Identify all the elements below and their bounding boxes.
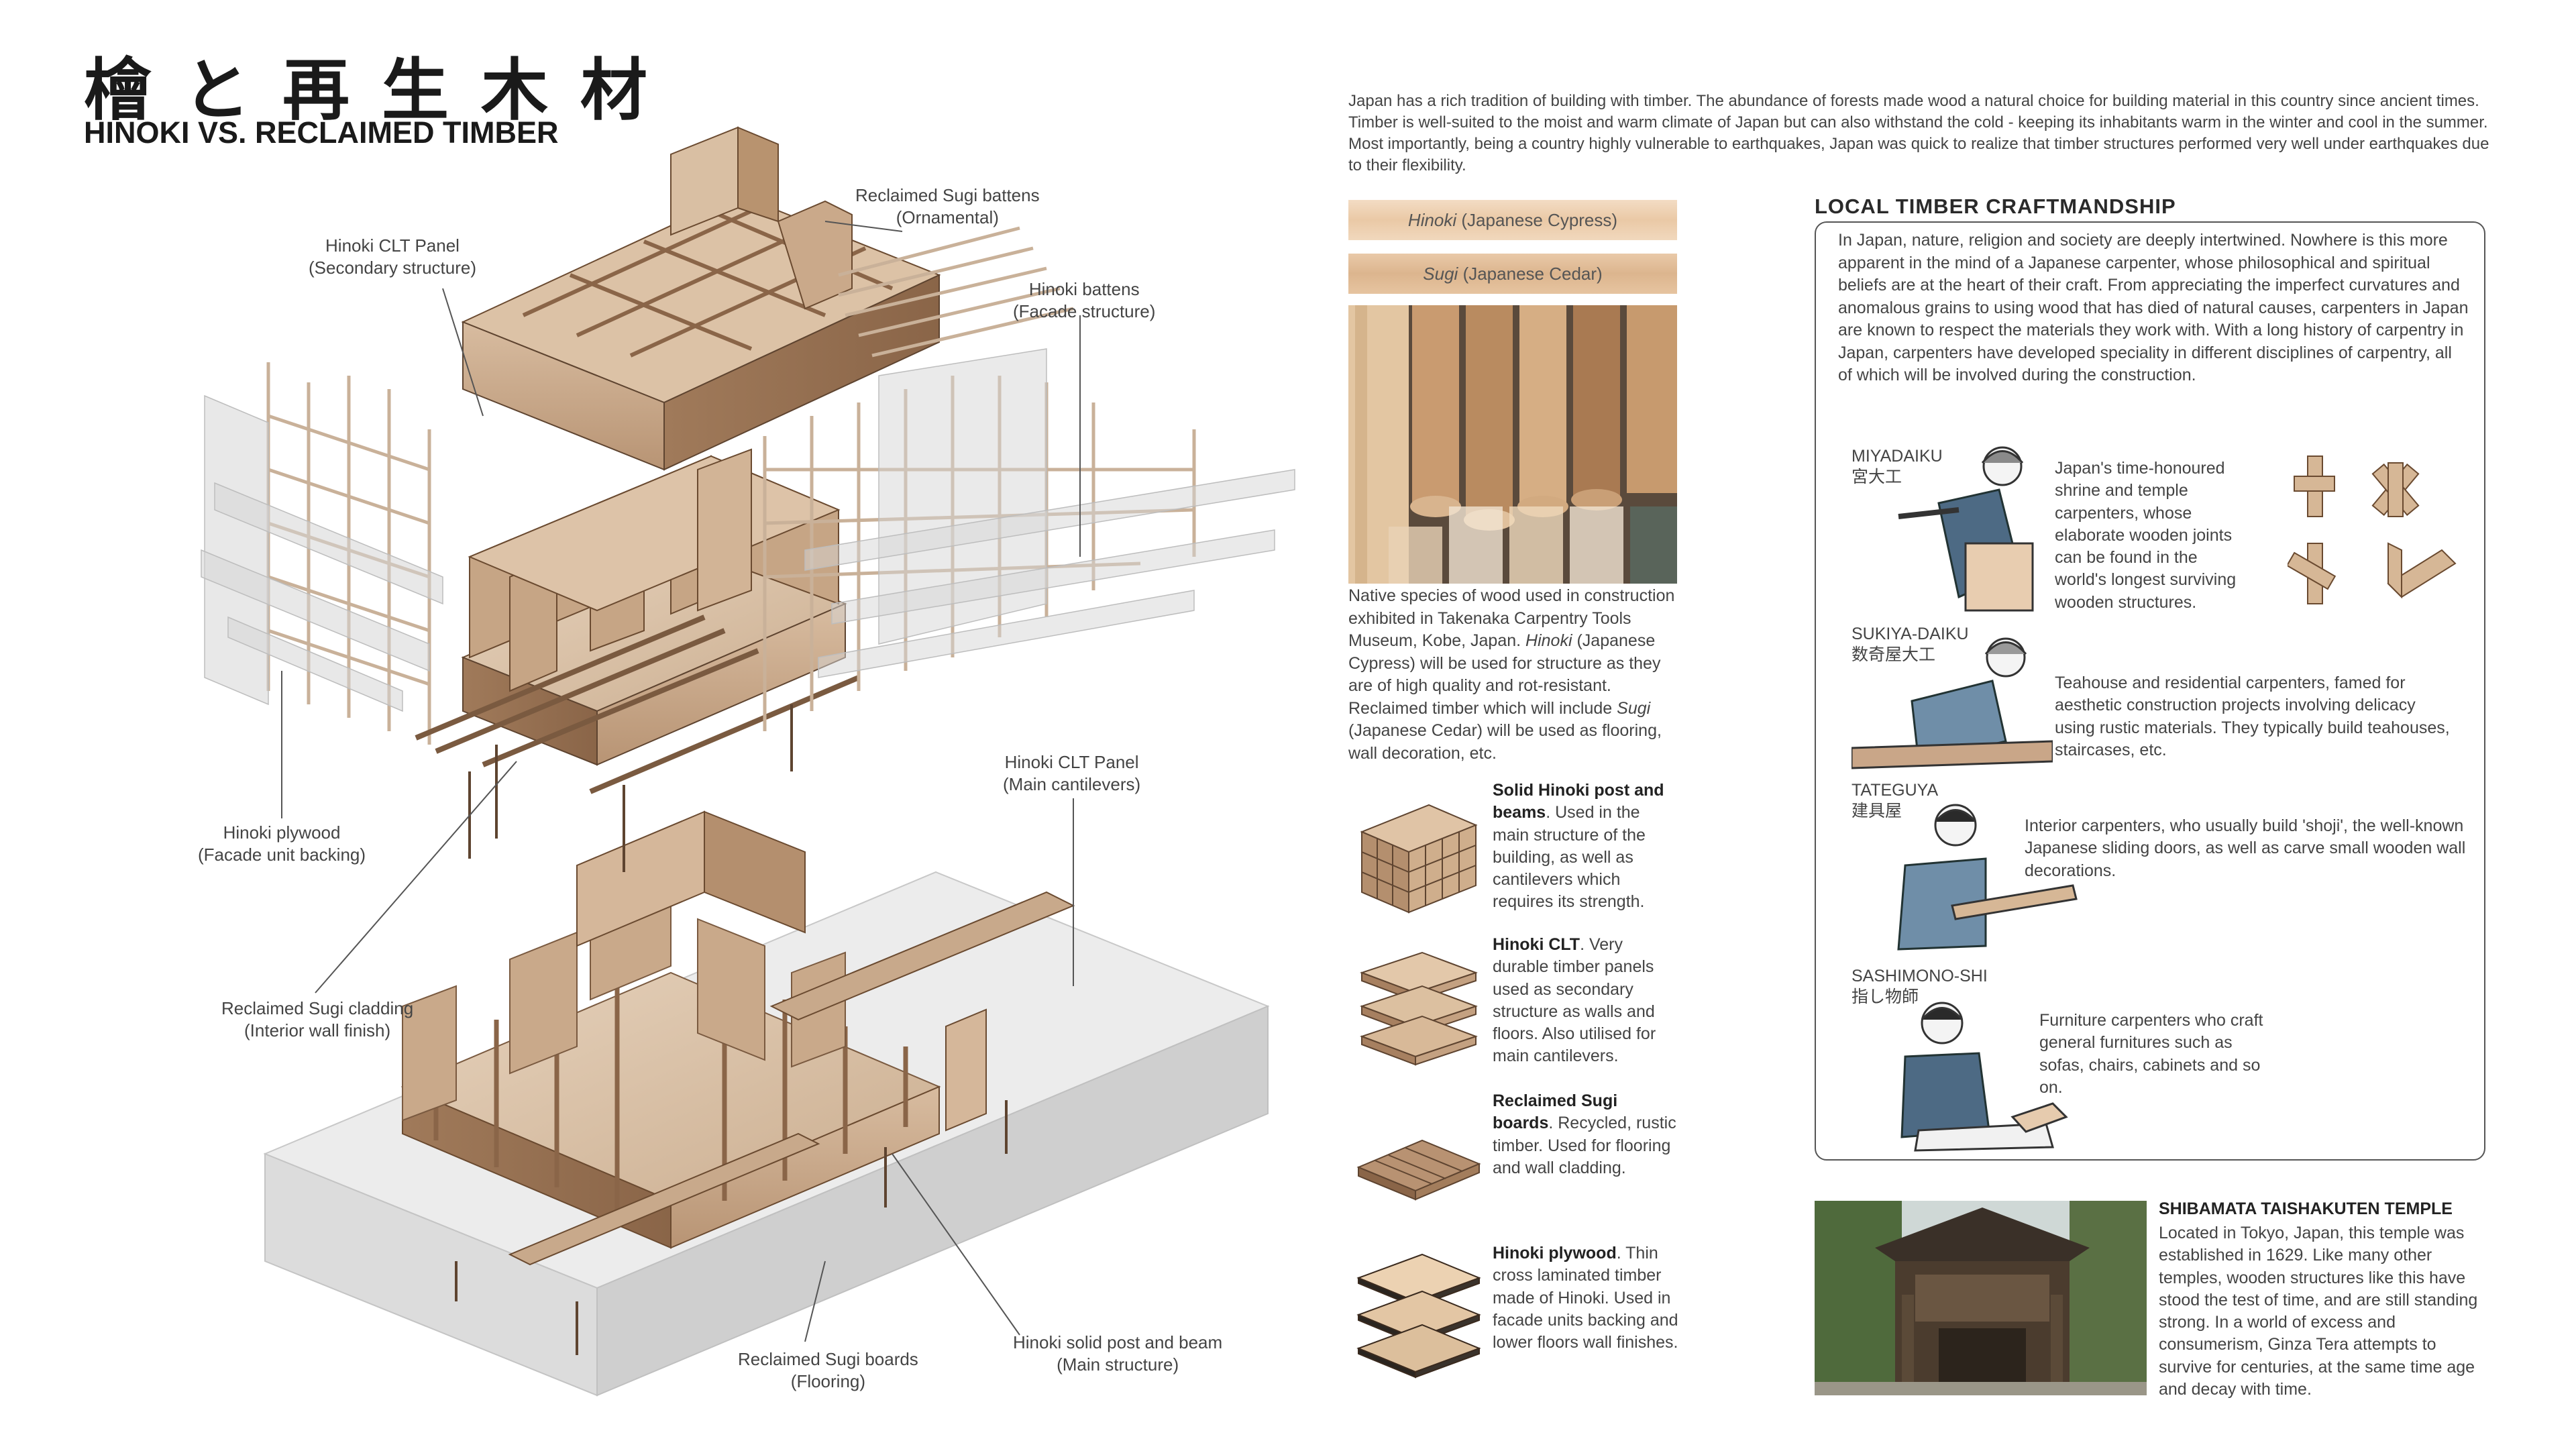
craftmanship-title: LOCAL TIMBER CRAFTMANDSHIP — [1815, 195, 2176, 218]
crafter-sashimono-shi: SASHIMONO-SHI 指し物師 — [1851, 967, 1988, 1007]
material-solid-post: Solid Hinoki post and beams. Used in the… — [1493, 781, 1664, 912]
museum-photo-illustration — [1348, 305, 1677, 584]
label-clt-main: Hinoki CLT Panel (Main cantilevers) — [1003, 752, 1141, 795]
miyadaiku-carpenter-icon — [1898, 446, 2034, 612]
museum-photo — [1348, 305, 1677, 584]
middle-floor-structure — [201, 348, 1295, 872]
material-hinoki-plywood: Hinoki plywood. Thin cross laminated tim… — [1493, 1244, 1678, 1352]
label-sugi-boards: Reclaimed Sugi boards (Flooring) — [738, 1349, 918, 1392]
hinoki-plywood-icon — [1356, 1253, 1481, 1379]
material-sugi-boards: Reclaimed Sugi boards. Recycled, rustic … — [1493, 1091, 1676, 1177]
wooden-joints-icon — [2288, 455, 2457, 604]
label-plywood: Hinoki plywood (Facade unit backing) — [198, 822, 366, 865]
sashimono-shi-description: Furniture carpenters who craft general f… — [2039, 1011, 2263, 1097]
label-sugi-battens: Reclaimed Sugi battens (Ornamental) — [855, 185, 1040, 228]
sugi-boards-icon — [1356, 1139, 1481, 1201]
crafter-sukiya-daiku: SUKIYA-DAIKU 数奇屋大工 — [1851, 625, 1969, 665]
tateguya-carpenter-icon — [1897, 804, 2078, 951]
label-sugi-cladding: Reclaimed Sugi cladding (Interior wall f… — [221, 998, 414, 1041]
wood-sample-hinoki: Hinoki (Japanese Cypress) — [1348, 200, 1677, 240]
tateguya-description: Interior carpenters, who usually build '… — [2025, 816, 2466, 880]
label-hinoki-battens: Hinoki battens (Facade structure) — [1013, 279, 1156, 322]
title-japanese: 檜と再生木材 — [84, 51, 680, 129]
craftmanship-intro: In Japan, nature, religion and society a… — [1838, 231, 2469, 384]
label-clt-secondary: Hinoki CLT Panel (Secondary structure) — [309, 235, 476, 278]
museum-caption: Native species of wood used in construct… — [1348, 586, 1675, 763]
temple-title: SHIBAMATA TAISHAKUTEN TEMPLE — [2159, 1199, 2453, 1218]
exploded-axonometric-diagram — [201, 126, 1295, 1397]
intro-paragraph: Japan has a rich tradition of building w… — [1348, 92, 2489, 174]
hinoki-clt-icon — [1360, 951, 1478, 1066]
lower-floor-structure — [400, 810, 1075, 1355]
wood-sample-sugi: Sugi (Japanese Cedar) — [1348, 254, 1677, 294]
temple-photo — [1815, 1201, 2147, 1395]
left-glass-panels — [201, 394, 443, 712]
craftmanship-panel — [1815, 221, 2485, 1161]
sukiya-daiku-carpenter-icon — [1851, 637, 2053, 769]
right-glass-panels — [804, 348, 1295, 678]
sukiya-daiku-description: Teahouse and residential carpenters, fam… — [2055, 674, 2450, 759]
top-floor-structure — [461, 126, 1074, 471]
temple-description: Located in Tokyo, Japan, this temple was… — [2159, 1224, 2478, 1399]
label-solid-post: Hinoki solid post and beam (Main structu… — [1013, 1332, 1223, 1375]
crafter-tateguya: TATEGUYA 建具屋 — [1851, 781, 1939, 821]
temple-photo-illustration — [1815, 1201, 2147, 1395]
title-english: HINOKI VS. RECLAIMED TIMBER — [84, 115, 559, 150]
sashimono-shi-carpenter-icon — [1900, 1002, 2068, 1152]
solid-post-beams-icon — [1360, 804, 1478, 914]
miyadaiku-description: Japan's time-honoured shrine and temple … — [2055, 459, 2237, 612]
leader-lines — [281, 221, 1081, 1342]
material-hinoki-clt: Hinoki CLT. Very durable timber panels u… — [1493, 935, 1656, 1066]
crafter-miyadaiku: MIYADAIKU 宮大工 — [1851, 447, 1943, 487]
